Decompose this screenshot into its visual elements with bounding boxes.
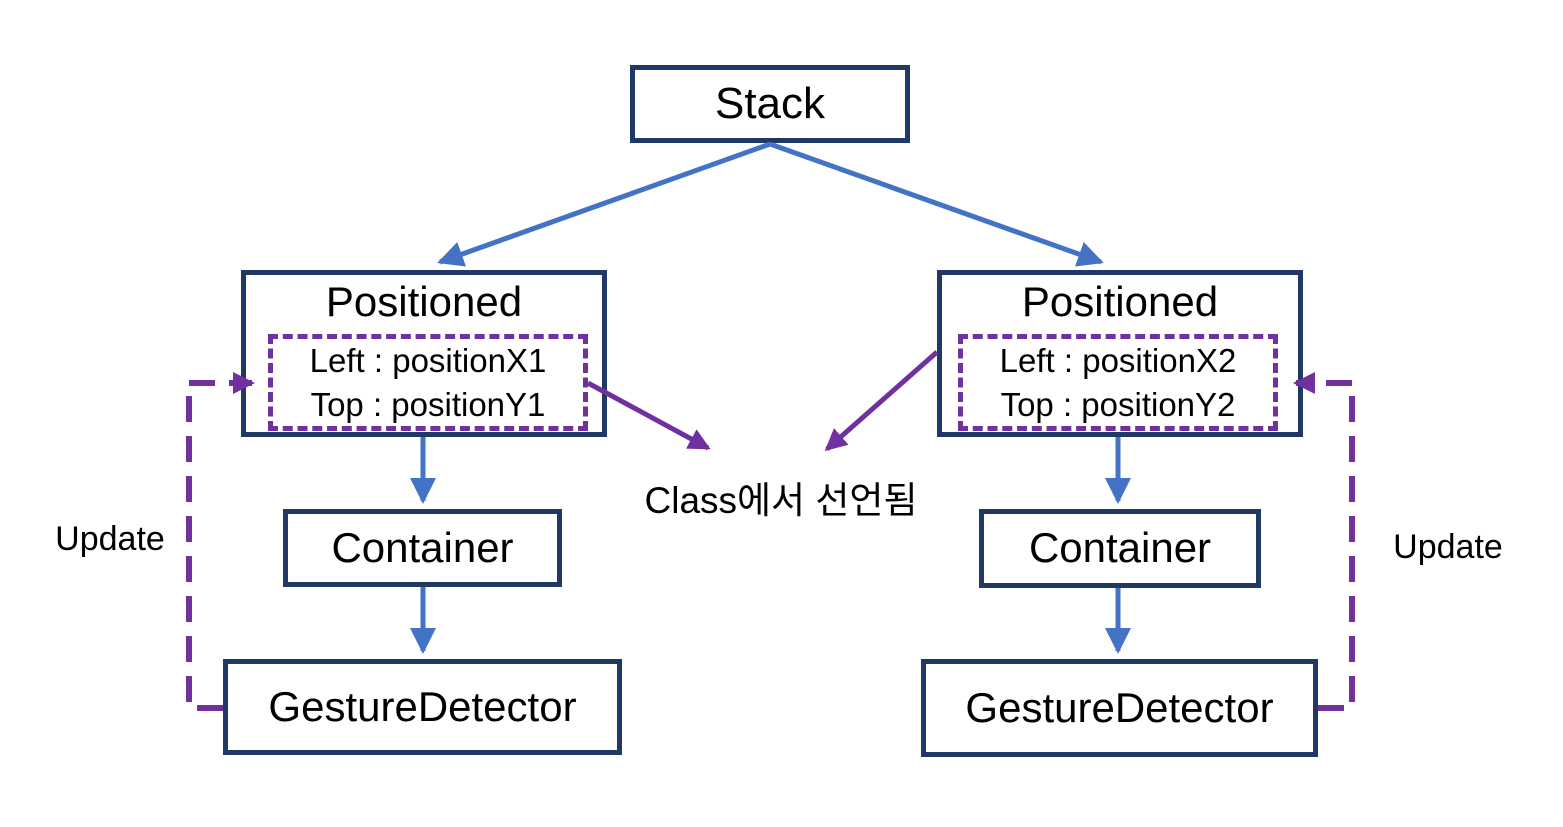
container-left-node: Container xyxy=(283,509,562,587)
update-label-right: Update xyxy=(1393,528,1503,566)
gesture-detector-left-label: GestureDetector xyxy=(268,682,577,730)
update-loop-left-path xyxy=(186,383,223,711)
edge-stack-to-positioned-right xyxy=(769,141,1104,267)
positioned-right-top-prop: Top : positionY2 xyxy=(1000,385,1236,423)
container-right-node: Container xyxy=(979,509,1261,588)
container-left-label: Container xyxy=(331,523,514,571)
gesture-detector-right-node: GestureDetector xyxy=(921,659,1318,757)
stack-node: Stack xyxy=(630,65,910,143)
positioned-left-top-prop: Top : positionY1 xyxy=(310,385,546,423)
gesture-detector-left-node: GestureDetector xyxy=(223,659,622,755)
positioned-right-label: Positioned xyxy=(1021,278,1219,325)
update-label-left: Update xyxy=(55,520,165,558)
positioned-left-left-prop: Left : positionX1 xyxy=(309,341,547,379)
positioned-right-left-prop: Left : positionX2 xyxy=(999,341,1237,379)
edge-positioned-right-props-to-note xyxy=(824,350,939,451)
positioned-left-props-box: Left : positionX1 Top : positionY1 xyxy=(268,334,588,431)
update-loop-right-path xyxy=(1318,383,1355,711)
class-declaration-note: Class에서 선언됨 xyxy=(644,480,918,521)
positioned-left-label: Positioned xyxy=(325,278,523,325)
positioned-right-props-box: Left : positionX2 Top : positionY2 xyxy=(958,334,1278,431)
edge-stack-to-positioned-left xyxy=(437,141,771,267)
stack-label: Stack xyxy=(714,78,826,128)
container-right-label: Container xyxy=(1028,524,1212,572)
gesture-detector-right-label: GestureDetector xyxy=(965,683,1274,731)
